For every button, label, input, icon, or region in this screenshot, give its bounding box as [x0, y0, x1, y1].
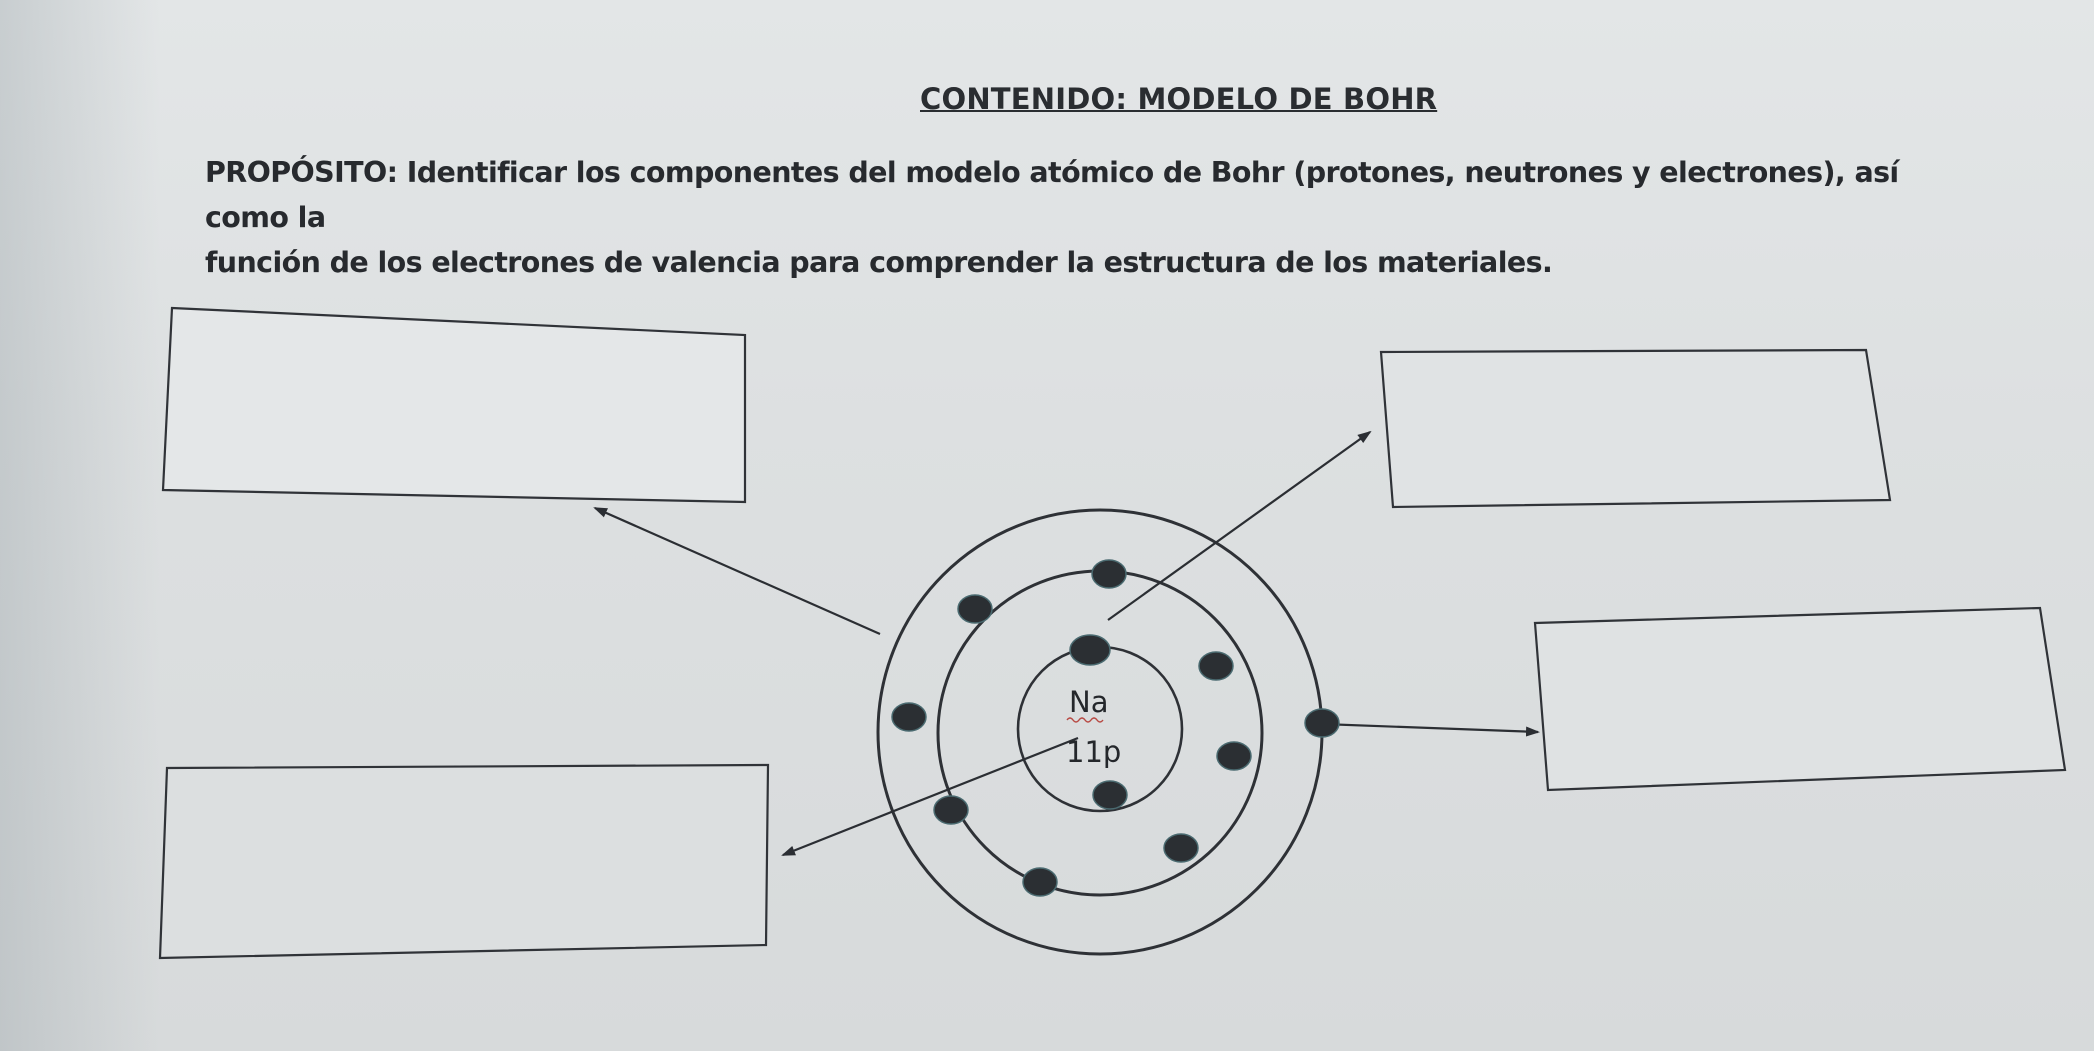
- answer-box-bottom-left[interactable]: [158, 763, 770, 960]
- arrow-to-mid-right-box: [1321, 722, 1540, 737]
- page-shadow: [0, 0, 160, 1051]
- answer-box-mid-right[interactable]: [1533, 606, 2067, 792]
- electron: [1163, 833, 1199, 863]
- electron: [1198, 651, 1234, 681]
- electron: [933, 795, 969, 825]
- nucleus-label: 11p: [1066, 735, 1121, 769]
- arrow-to-bottom-left-box: [781, 736, 1079, 857]
- element-symbol: Na: [1069, 685, 1108, 719]
- electron: [957, 594, 993, 624]
- electron: [1092, 780, 1128, 810]
- spellcheck-underline: [1066, 717, 1104, 723]
- electron: [1091, 559, 1127, 589]
- arrow-to-top-right-box: [1107, 430, 1372, 621]
- valence-electron: [1304, 708, 1340, 738]
- answer-box-top-left[interactable]: [161, 306, 747, 504]
- electron: [1216, 741, 1252, 771]
- electron: [891, 702, 927, 732]
- purpose-line-2: función de los electrones de valencia pa…: [205, 246, 1553, 279]
- electron: [1022, 867, 1058, 897]
- arrow-to-top-left-box: [593, 506, 881, 636]
- answer-box-top-right[interactable]: [1379, 348, 1892, 509]
- purpose-line-1: PROPÓSITO: Identificar los componentes d…: [205, 156, 1899, 234]
- page-title: CONTENIDO: MODELO DE BOHR: [920, 82, 1438, 116]
- purpose-paragraph: PROPÓSITO: Identificar los componentes d…: [205, 150, 1965, 285]
- electron: [1069, 634, 1111, 666]
